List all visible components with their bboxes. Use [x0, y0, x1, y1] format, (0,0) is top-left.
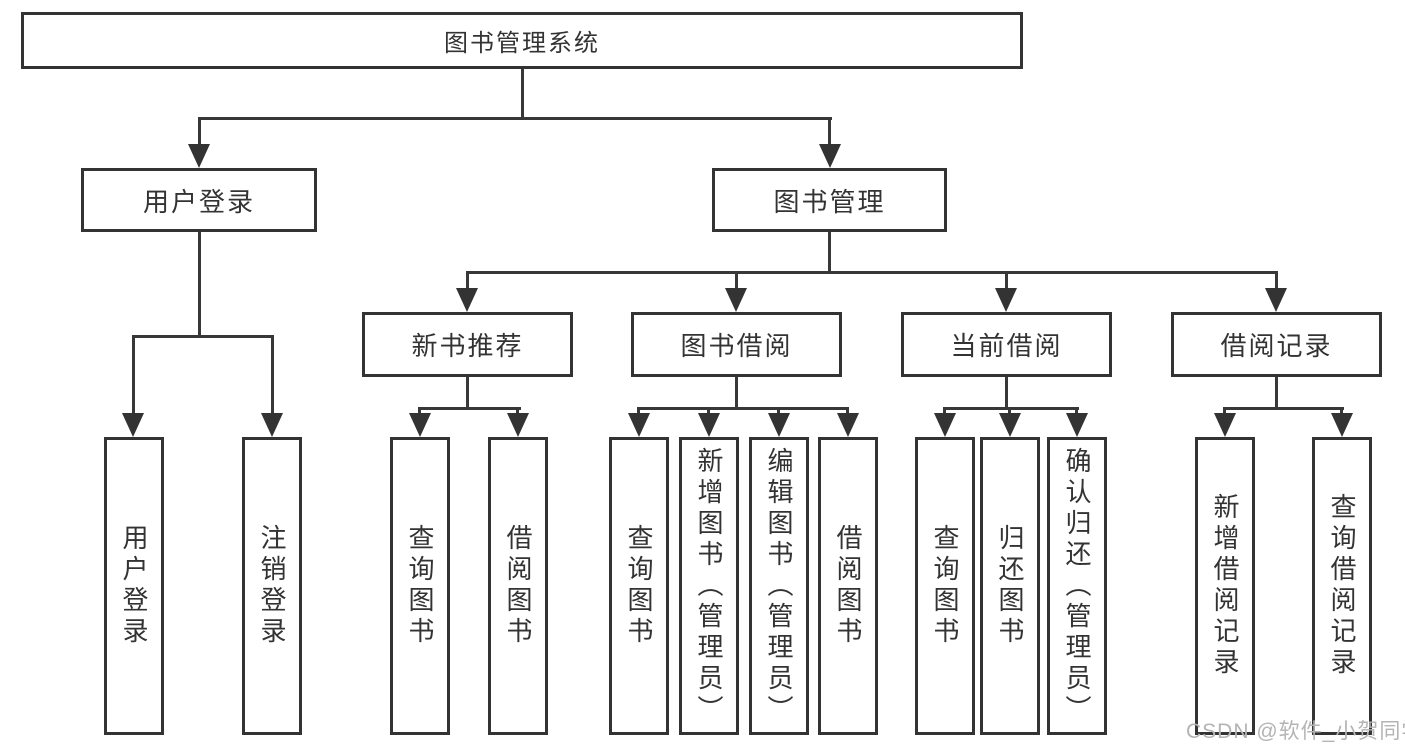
arrowhead-down-icon	[995, 288, 1017, 312]
connector-vline	[1075, 407, 1078, 413]
connector-hline	[418, 407, 521, 410]
leaf-label: 借阅图书	[503, 524, 533, 648]
leaf-add-borrow-record: 新增借阅记录	[1195, 437, 1255, 735]
leaf-label: 编辑图书（管理员）	[764, 446, 794, 726]
connector-vline	[271, 335, 274, 413]
leaf-add-book-admin: 新增图书（管理员）	[679, 437, 739, 735]
connector-vline	[735, 377, 738, 407]
leaf-logout: 注销登录	[242, 437, 302, 735]
connector-vline	[1008, 407, 1011, 413]
leaf-label: 确认归还（管理员）	[1062, 446, 1092, 726]
connector-vline	[418, 407, 421, 413]
arrowhead-down-icon	[628, 413, 650, 437]
connector-vline	[828, 232, 831, 274]
arrowhead-down-icon	[837, 413, 859, 437]
arrowhead-down-icon	[507, 413, 529, 437]
arrowhead-down-icon	[1066, 413, 1088, 437]
connector-hline	[1223, 407, 1344, 410]
connector-vline	[707, 407, 710, 413]
arrowhead-down-icon	[725, 288, 747, 312]
connector-hline	[132, 335, 274, 338]
arrowhead-down-icon	[456, 288, 478, 312]
connector-vline	[846, 407, 849, 413]
connector-vline	[1340, 407, 1343, 413]
leaf-label: 新增图书（管理员）	[694, 446, 724, 726]
leaf-borrow-book-2: 借阅图书	[818, 437, 878, 735]
leaf-label: 查询图书	[405, 524, 435, 648]
connector-vline	[1275, 377, 1278, 407]
connector-vline	[943, 407, 946, 413]
leaf-label: 注销登录	[257, 524, 287, 648]
leaf-confirm-return-admin: 确认归还（管理员）	[1047, 437, 1107, 735]
arrowhead-down-icon	[261, 413, 283, 437]
node-label: 图书借阅	[680, 331, 793, 361]
arrowhead-down-icon	[698, 413, 720, 437]
connector-hline	[466, 271, 1278, 274]
node-new-book-recommend: 新书推荐	[362, 312, 573, 377]
connector-vline	[198, 232, 201, 338]
leaf-query-book-1: 查询图书	[390, 437, 450, 735]
leaf-query-book-2: 查询图书	[609, 437, 669, 735]
connector-vline	[828, 117, 831, 144]
connector-vline	[1275, 271, 1278, 288]
connector-vline	[466, 271, 469, 288]
connector-vline	[1005, 271, 1008, 288]
leaf-label: 查询图书	[930, 524, 960, 648]
node-label: 图书管理系统	[444, 30, 600, 57]
leaf-label: 借阅图书	[833, 524, 863, 648]
arrowhead-down-icon	[188, 144, 210, 168]
arrowhead-down-icon	[409, 413, 431, 437]
arrowhead-down-icon	[1265, 288, 1287, 312]
connector-vline	[516, 407, 519, 413]
connector-vline	[1005, 377, 1008, 407]
node-label: 图书管理	[773, 186, 886, 217]
leaf-borrow-book-1: 借阅图书	[488, 437, 548, 735]
node-book-management: 图书管理	[712, 168, 947, 232]
arrowhead-down-icon	[768, 413, 790, 437]
arrowhead-down-icon	[819, 144, 841, 168]
connector-vline	[132, 335, 135, 413]
arrowhead-down-icon	[1331, 413, 1353, 437]
leaf-label: 新增借阅记录	[1210, 493, 1240, 679]
leaf-label: 归还图书	[995, 524, 1025, 648]
arrowhead-down-icon	[934, 413, 956, 437]
leaf-label: 查询借阅记录	[1327, 493, 1357, 679]
csdn-watermark: CSDN @软件_小贺同学	[1186, 720, 1405, 743]
connector-vline	[637, 407, 640, 413]
leaf-query-borrow-record: 查询借阅记录	[1312, 437, 1372, 735]
node-book-borrow: 图书借阅	[631, 312, 842, 377]
node-label: 当前借阅	[950, 331, 1063, 361]
node-label: 借阅记录	[1220, 331, 1333, 361]
leaf-edit-book-admin: 编辑图书（管理员）	[749, 437, 809, 735]
connector-vline	[198, 117, 201, 144]
arrowhead-down-icon	[999, 413, 1021, 437]
connector-hline	[637, 407, 849, 410]
leaf-query-book-3: 查询图书	[915, 437, 975, 735]
node-user-login: 用户登录	[81, 168, 317, 232]
node-label: 新书推荐	[411, 331, 524, 361]
node-root-library-system: 图书管理系统	[21, 12, 1023, 69]
connector-hline	[943, 407, 1079, 410]
arrowhead-down-icon	[122, 413, 144, 437]
node-current-borrow: 当前借阅	[901, 312, 1112, 377]
node-borrow-records: 借阅记录	[1171, 312, 1382, 377]
leaf-user-login: 用户登录	[104, 437, 164, 735]
connector-hline	[198, 117, 832, 120]
connector-vline	[777, 407, 780, 413]
leaf-return-book: 归还图书	[980, 437, 1040, 735]
node-label: 用户登录	[142, 186, 255, 217]
connector-vline	[466, 377, 469, 407]
arrowhead-down-icon	[1214, 413, 1236, 437]
connector-vline	[1223, 407, 1226, 413]
connector-vline	[521, 69, 524, 117]
leaf-label: 查询图书	[624, 524, 654, 648]
leaf-label: 用户登录	[119, 524, 149, 648]
connector-vline	[735, 271, 738, 288]
